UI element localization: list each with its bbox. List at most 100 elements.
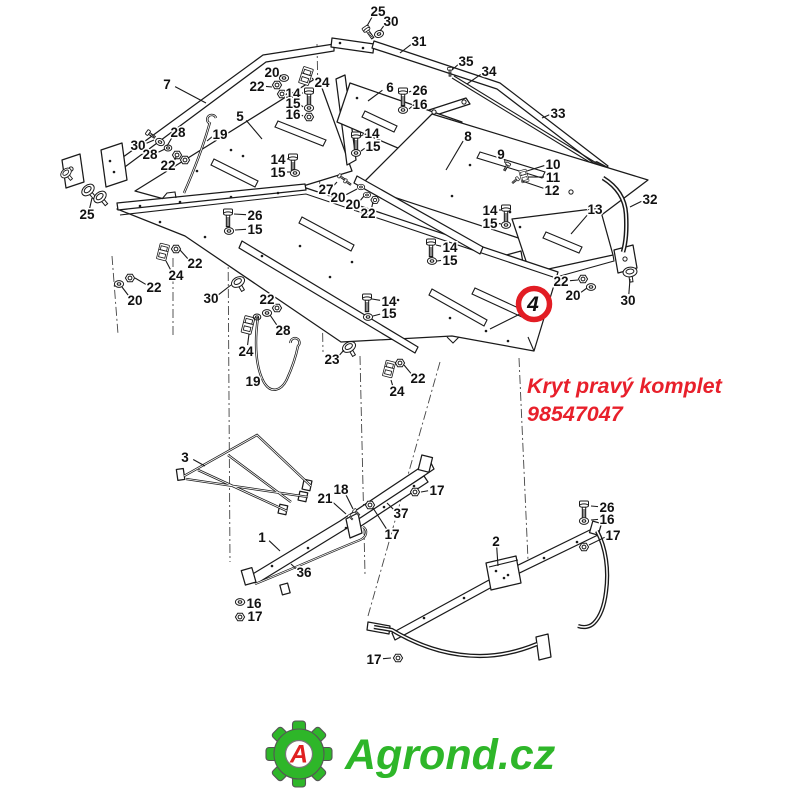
nut-icon: [577, 274, 589, 284]
nut-icon: [578, 542, 590, 552]
highlight-circle: [515, 285, 553, 323]
callout-leader: [466, 73, 482, 85]
callout-label-22: 22: [249, 79, 264, 94]
callout-label-19: 19: [245, 374, 260, 389]
bracket-part-37: [345, 512, 363, 539]
callout-leader: [338, 349, 345, 356]
callout-label-24: 24: [168, 268, 184, 283]
callout-leader: [359, 195, 365, 201]
washer-icon: [223, 227, 235, 235]
callout-leader: [273, 302, 276, 307]
callout-label-30: 30: [620, 293, 635, 308]
bar-part-1: [250, 460, 435, 585]
callout-leader: [379, 24, 385, 32]
callout-label-22: 22: [187, 256, 202, 271]
callout-label-20: 20: [127, 293, 142, 308]
callout-label-30: 30: [130, 138, 145, 153]
callout-leader: [134, 277, 147, 285]
rod-part-34: [451, 75, 599, 167]
callout-label-14: 14: [285, 86, 301, 101]
callout-label-16: 16: [246, 596, 262, 611]
callout-label-3: 3: [181, 450, 189, 465]
upper-plates: [134, 74, 649, 284]
callout-leader: [345, 493, 354, 510]
callout-leader: [279, 74, 282, 78]
knob-icon: [91, 188, 113, 210]
pin-icon: [342, 178, 353, 187]
callout-label-22: 22: [259, 292, 274, 307]
callout-label-17: 17: [247, 609, 262, 624]
bar-part-37: [350, 475, 429, 531]
callout-leader: [333, 181, 338, 187]
callout-leader: [233, 213, 247, 216]
callout-label-16: 16: [412, 97, 428, 112]
callout-label-26: 26: [599, 500, 615, 515]
callout-label-21: 21: [317, 491, 333, 506]
callout-leader: [301, 114, 304, 117]
callout-label-15: 15: [482, 216, 498, 231]
callout-label-20: 20: [264, 65, 279, 80]
part-note-name: Kryt pravý komplet: [527, 374, 723, 398]
callout-leader: [541, 114, 550, 119]
callout-leader: [371, 201, 374, 208]
part-note-number: 98547047: [527, 402, 624, 426]
callout-leader: [372, 507, 388, 530]
nut-icon: [364, 500, 376, 510]
callout-label-36: 36: [296, 565, 312, 580]
callout-leader: [173, 156, 177, 161]
callout-label-26: 26: [247, 208, 263, 223]
ring-icon: [163, 144, 173, 152]
callout-leader: [331, 501, 347, 515]
callout-label-15: 15: [381, 306, 397, 321]
callout-label-24: 24: [389, 384, 405, 399]
callout-label-17: 17: [384, 527, 399, 542]
callout-leader: [390, 379, 394, 386]
callout-leader: [300, 104, 304, 108]
washer-icon: [426, 257, 438, 265]
callout-label-8: 8: [464, 129, 472, 144]
callout-leader: [245, 119, 263, 140]
callout-label-1: 1: [258, 530, 266, 545]
callout-label-18: 18: [333, 482, 349, 497]
callout-leader: [371, 298, 381, 301]
callout-label-34: 34: [481, 64, 497, 79]
callout-label-22: 22: [553, 274, 568, 289]
callout-leader: [360, 147, 366, 152]
plate-holes: [68, 41, 628, 620]
nut-icon: [394, 358, 406, 368]
callout-label-10: 10: [545, 157, 560, 172]
washer-icon: [289, 169, 301, 177]
nut-icon: [124, 273, 136, 283]
callout-leader: [403, 364, 412, 375]
stiffener-slat-a: [353, 175, 484, 255]
nut-icon: [170, 244, 182, 254]
callout-label-15: 15: [365, 139, 381, 154]
nut-icon: [370, 196, 380, 204]
callout-leader: [436, 259, 442, 262]
callout-label-28: 28: [142, 147, 158, 162]
callout-label-22: 22: [360, 206, 375, 221]
callout-leader: [580, 287, 588, 293]
callout-leader: [569, 279, 579, 282]
washer-icon: [397, 106, 409, 114]
callout-leader: [590, 518, 599, 521]
callout-label-25: 25: [79, 207, 95, 222]
callout-leader: [179, 249, 189, 260]
callout-leader: [206, 136, 213, 142]
frame-part-3: [183, 433, 312, 513]
callout-label-20: 20: [330, 190, 345, 205]
bracket-part-2: [485, 555, 522, 591]
callout-label-11: 11: [546, 170, 561, 185]
callout-leader: [192, 458, 206, 467]
callout-leader: [174, 86, 207, 104]
callout-leader: [89, 197, 93, 209]
callout-label-19: 19: [212, 127, 227, 142]
callout-leader: [451, 63, 459, 71]
callout-label-17: 17: [366, 652, 381, 667]
washer-icon: [585, 283, 597, 291]
callout-leader: [420, 490, 429, 493]
callout-label-14: 14: [482, 203, 498, 218]
tube-parts: [182, 113, 629, 659]
